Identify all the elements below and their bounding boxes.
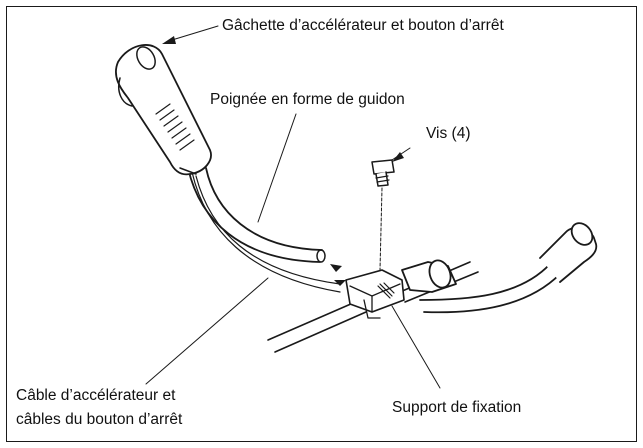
screw-icon (371, 159, 395, 271)
cables-label-line2: câbles du bouton d’arrêt (16, 411, 183, 428)
left-handlebar-arm (187, 167, 341, 293)
right-handlebar-arm (401, 222, 598, 314)
diagram-frame (6, 6, 637, 442)
support-bracket (345, 269, 405, 319)
left-grip (115, 44, 212, 176)
trigger-and-stop-button-label: Gâchette d’accélérateur et bouton d’arrê… (222, 17, 504, 34)
arrowheads (162, 36, 404, 286)
handlebar-label: Poignée en forme de guidon (210, 91, 405, 108)
leader-lines (145, 25, 441, 389)
screws-label: Vis (4) (426, 125, 471, 142)
support-bracket-label: Support de fixation (392, 399, 522, 416)
cables-label-line1: Câble d’accélérateur et (16, 387, 176, 404)
